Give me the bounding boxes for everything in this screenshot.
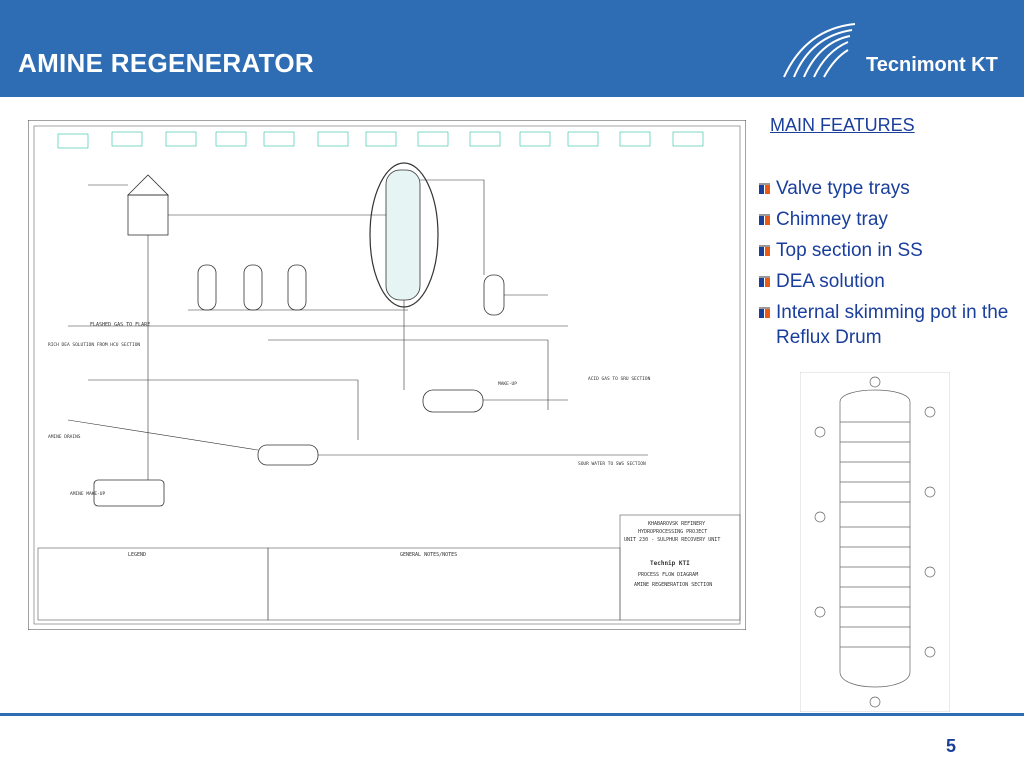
project-label: HYDROPROCESSING PROJECT <box>638 529 707 535</box>
features-title: MAIN FEATURES <box>770 115 915 135</box>
list-item: Valve type trays <box>758 176 1018 201</box>
contractor-label: Technip KTI <box>650 560 690 567</box>
unit-label: UNIT 230 - SULPHUR RECOVERY UNIT <box>624 537 720 543</box>
client-label: KHABAROVSK REFINERY <box>648 521 705 527</box>
drawing-type-label: PROCESS FLOW DIAGRAM <box>638 572 698 578</box>
book-bullet-icon <box>759 245 770 256</box>
slide-header <box>0 0 1024 97</box>
tecnimont-swoosh-icon <box>783 23 856 78</box>
section-label: AMINE REGENERATION SECTION <box>634 582 712 588</box>
flare-label: FLASHED GAS TO FLARE <box>90 322 150 328</box>
column-internals-drawing <box>800 372 950 712</box>
list-item: Internal skimming pot in the Reflux Drum <box>758 300 1018 350</box>
company-name: Tecnimont KT <box>866 54 998 76</box>
features-list: Valve type trays Chimney tray Top sectio… <box>758 176 1018 356</box>
list-item: Top section in SS <box>758 238 1018 263</box>
sour-water-label: SOUR WATER TO SWS SECTION <box>578 461 646 467</box>
footer-divider <box>0 713 1024 716</box>
rich-dea-label: RICH DEA SOLUTION FROM HCU SECTION <box>48 342 140 348</box>
process-flow-diagram: FLASHED GAS TO FLARE ACID GAS TO SRU SEC… <box>28 120 746 630</box>
acid-gas-label: ACID GAS TO SRU SECTION <box>588 376 651 382</box>
make-up-label: MAKE-UP <box>498 381 517 387</box>
slide-title: AMINE REGENERATOR <box>18 48 314 78</box>
legend-label: LEGEND <box>128 552 146 558</box>
page-number: 5 <box>946 736 957 756</box>
book-bullet-icon <box>759 214 770 225</box>
book-bullet-icon <box>759 276 770 287</box>
list-item: Chimney tray <box>758 207 1018 232</box>
book-bullet-icon <box>759 183 770 194</box>
book-bullet-icon <box>759 307 770 318</box>
notes-label: GENERAL NOTES/NOTES <box>400 552 457 558</box>
amine-drains-label: AMINE DRAINS <box>48 434 81 440</box>
amine-make-up-label: AMINE MAKE-UP <box>70 491 106 497</box>
list-item: DEA solution <box>758 269 1018 294</box>
